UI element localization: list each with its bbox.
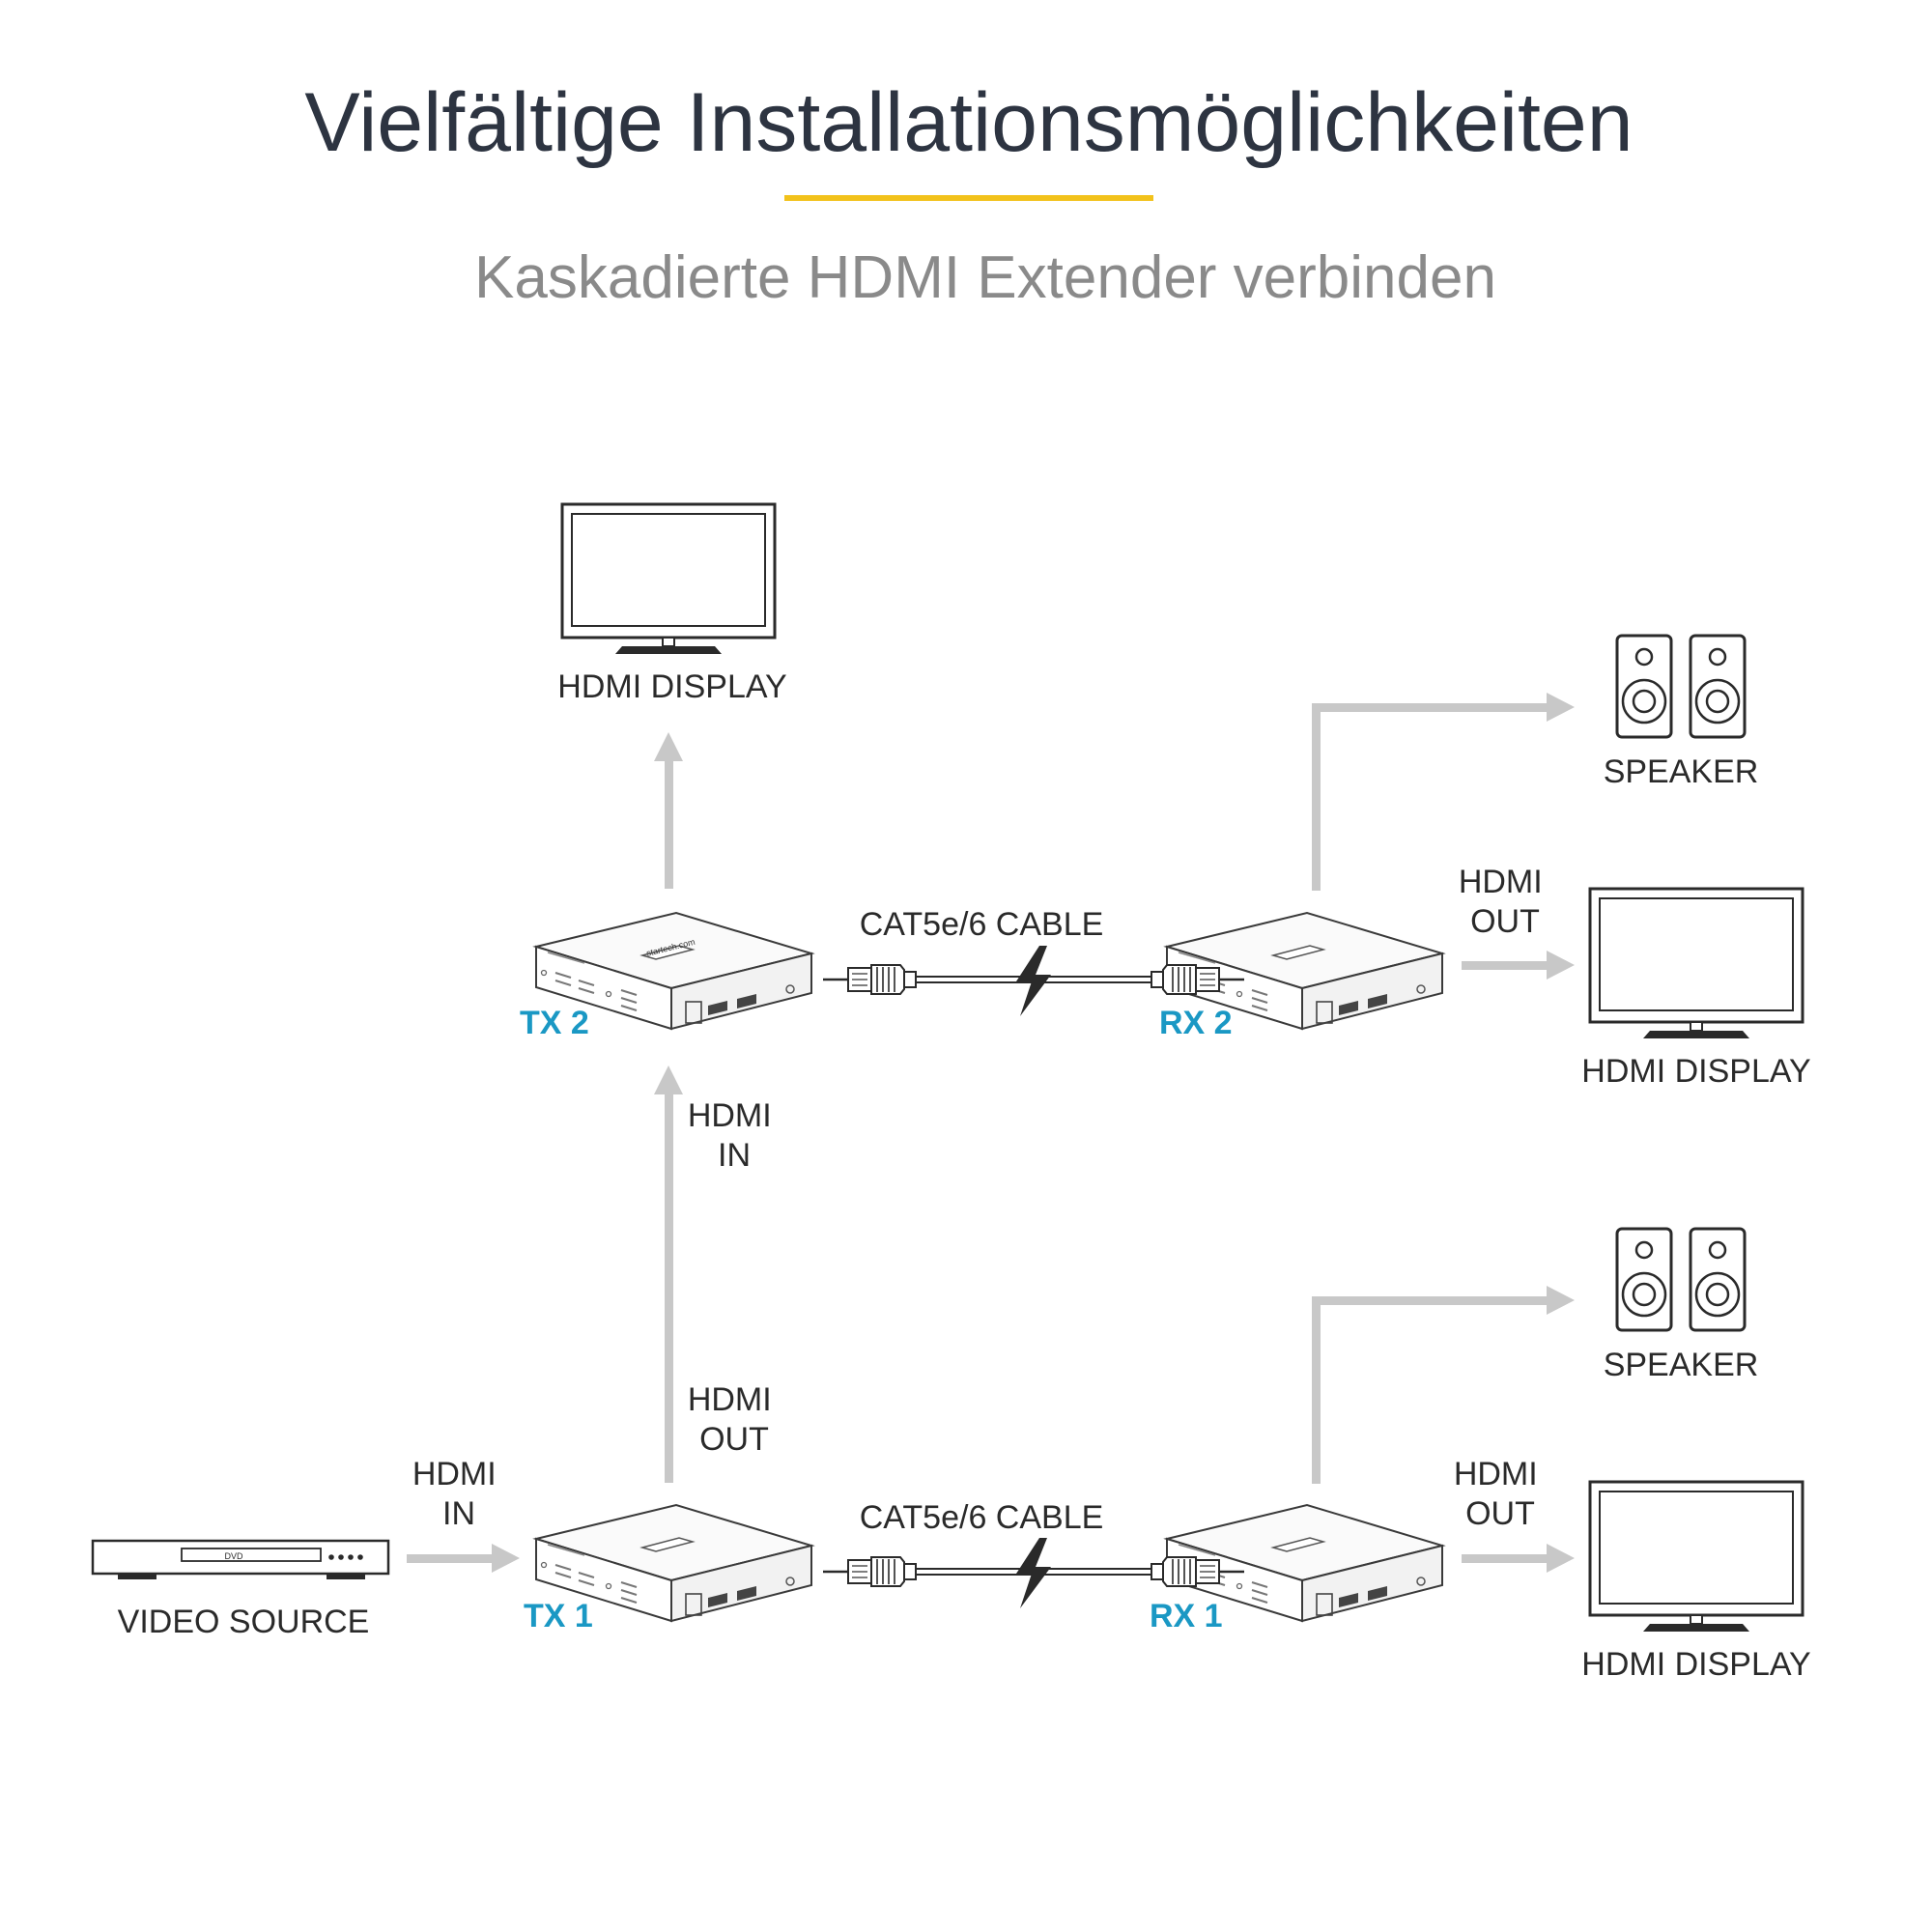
arrow-rx2-to-display — [1462, 961, 1548, 970]
speaker-icon — [1615, 634, 1747, 739]
arrow-tx1-to-tx2 — [665, 1094, 673, 1483]
label-hdmi-out-rx2: HDMI OUT — [1459, 864, 1551, 940]
label-hdmi-out-vertical: HDMI OUT — [688, 1381, 781, 1458]
page-title: Vielfältige Installationsmöglichkeiten — [304, 76, 1633, 169]
arrowhead-up-tx2 — [654, 1065, 683, 1094]
label-line: OUT — [1465, 1495, 1535, 1532]
title-accent-underline — [784, 195, 1153, 201]
arrow-rx2-speaker-horizontal — [1312, 703, 1548, 712]
arrow-source-to-tx1 — [407, 1554, 494, 1563]
label-rx1: RX 1 — [1150, 1598, 1223, 1634]
label-tx1: TX 1 — [524, 1598, 593, 1634]
label-line: HDMI — [1459, 864, 1543, 900]
arrowhead-right-display-bottom — [1547, 1544, 1575, 1573]
label-line: IN — [442, 1495, 475, 1532]
connection-arrows — [407, 693, 1575, 1573]
dvd-label: DVD — [224, 1551, 243, 1561]
label-hdmi-out-rx1: HDMI OUT — [1454, 1456, 1547, 1532]
label-rx2: RX 2 — [1159, 1005, 1233, 1041]
label-hdmi-in-source: HDMI IN — [412, 1456, 505, 1532]
label-line: HDMI — [688, 1381, 772, 1418]
label-cable-top: CAT5e/6 CABLE — [860, 906, 1104, 943]
arrowhead-right-speaker-bottom — [1547, 1286, 1575, 1315]
arrow-rx1-speaker-horizontal — [1312, 1296, 1548, 1305]
label-display-right-bottom: HDMI DISPLAY — [1581, 1646, 1810, 1683]
label-display-right-top: HDMI DISPLAY — [1581, 1053, 1810, 1090]
tv-icon — [1588, 887, 1804, 1040]
label-cable-bottom: CAT5e/6 CABLE — [860, 1499, 1104, 1536]
arrow-rx2-speaker-vertical — [1312, 703, 1321, 891]
arrow-rx1-speaker-vertical — [1312, 1296, 1321, 1484]
arrowhead-up-top-display — [654, 732, 683, 761]
label-speaker-bottom: SPEAKER — [1604, 1347, 1759, 1383]
arrowhead-right-speaker-top — [1547, 693, 1575, 722]
arrow-rx1-to-display — [1462, 1554, 1548, 1563]
label-line: OUT — [1470, 903, 1540, 940]
arrowhead-right-tx1 — [492, 1544, 520, 1573]
label-line: HDMI — [412, 1456, 497, 1492]
label-line: HDMI — [1454, 1456, 1538, 1492]
dvd-player-icon — [91, 1539, 390, 1579]
label-speaker-top: SPEAKER — [1604, 753, 1759, 790]
label-video-source: VIDEO SOURCE — [118, 1604, 370, 1640]
label-line: HDMI — [688, 1097, 772, 1134]
speaker-icon — [1615, 1227, 1747, 1332]
tv-icon — [1588, 1480, 1804, 1634]
page-subtitle: Kaskadierte HDMI Extender verbinden — [474, 244, 1496, 311]
label-display-top: HDMI DISPLAY — [557, 668, 786, 705]
label-tx2: TX 2 — [520, 1005, 589, 1041]
tv-icon — [560, 502, 777, 656]
label-hdmi-in-vertical: HDMI IN — [688, 1097, 781, 1174]
arrowhead-right-display-top — [1547, 951, 1575, 980]
arrow-tx2-to-display — [665, 758, 673, 889]
label-line: OUT — [699, 1421, 769, 1458]
label-line: IN — [718, 1137, 751, 1174]
